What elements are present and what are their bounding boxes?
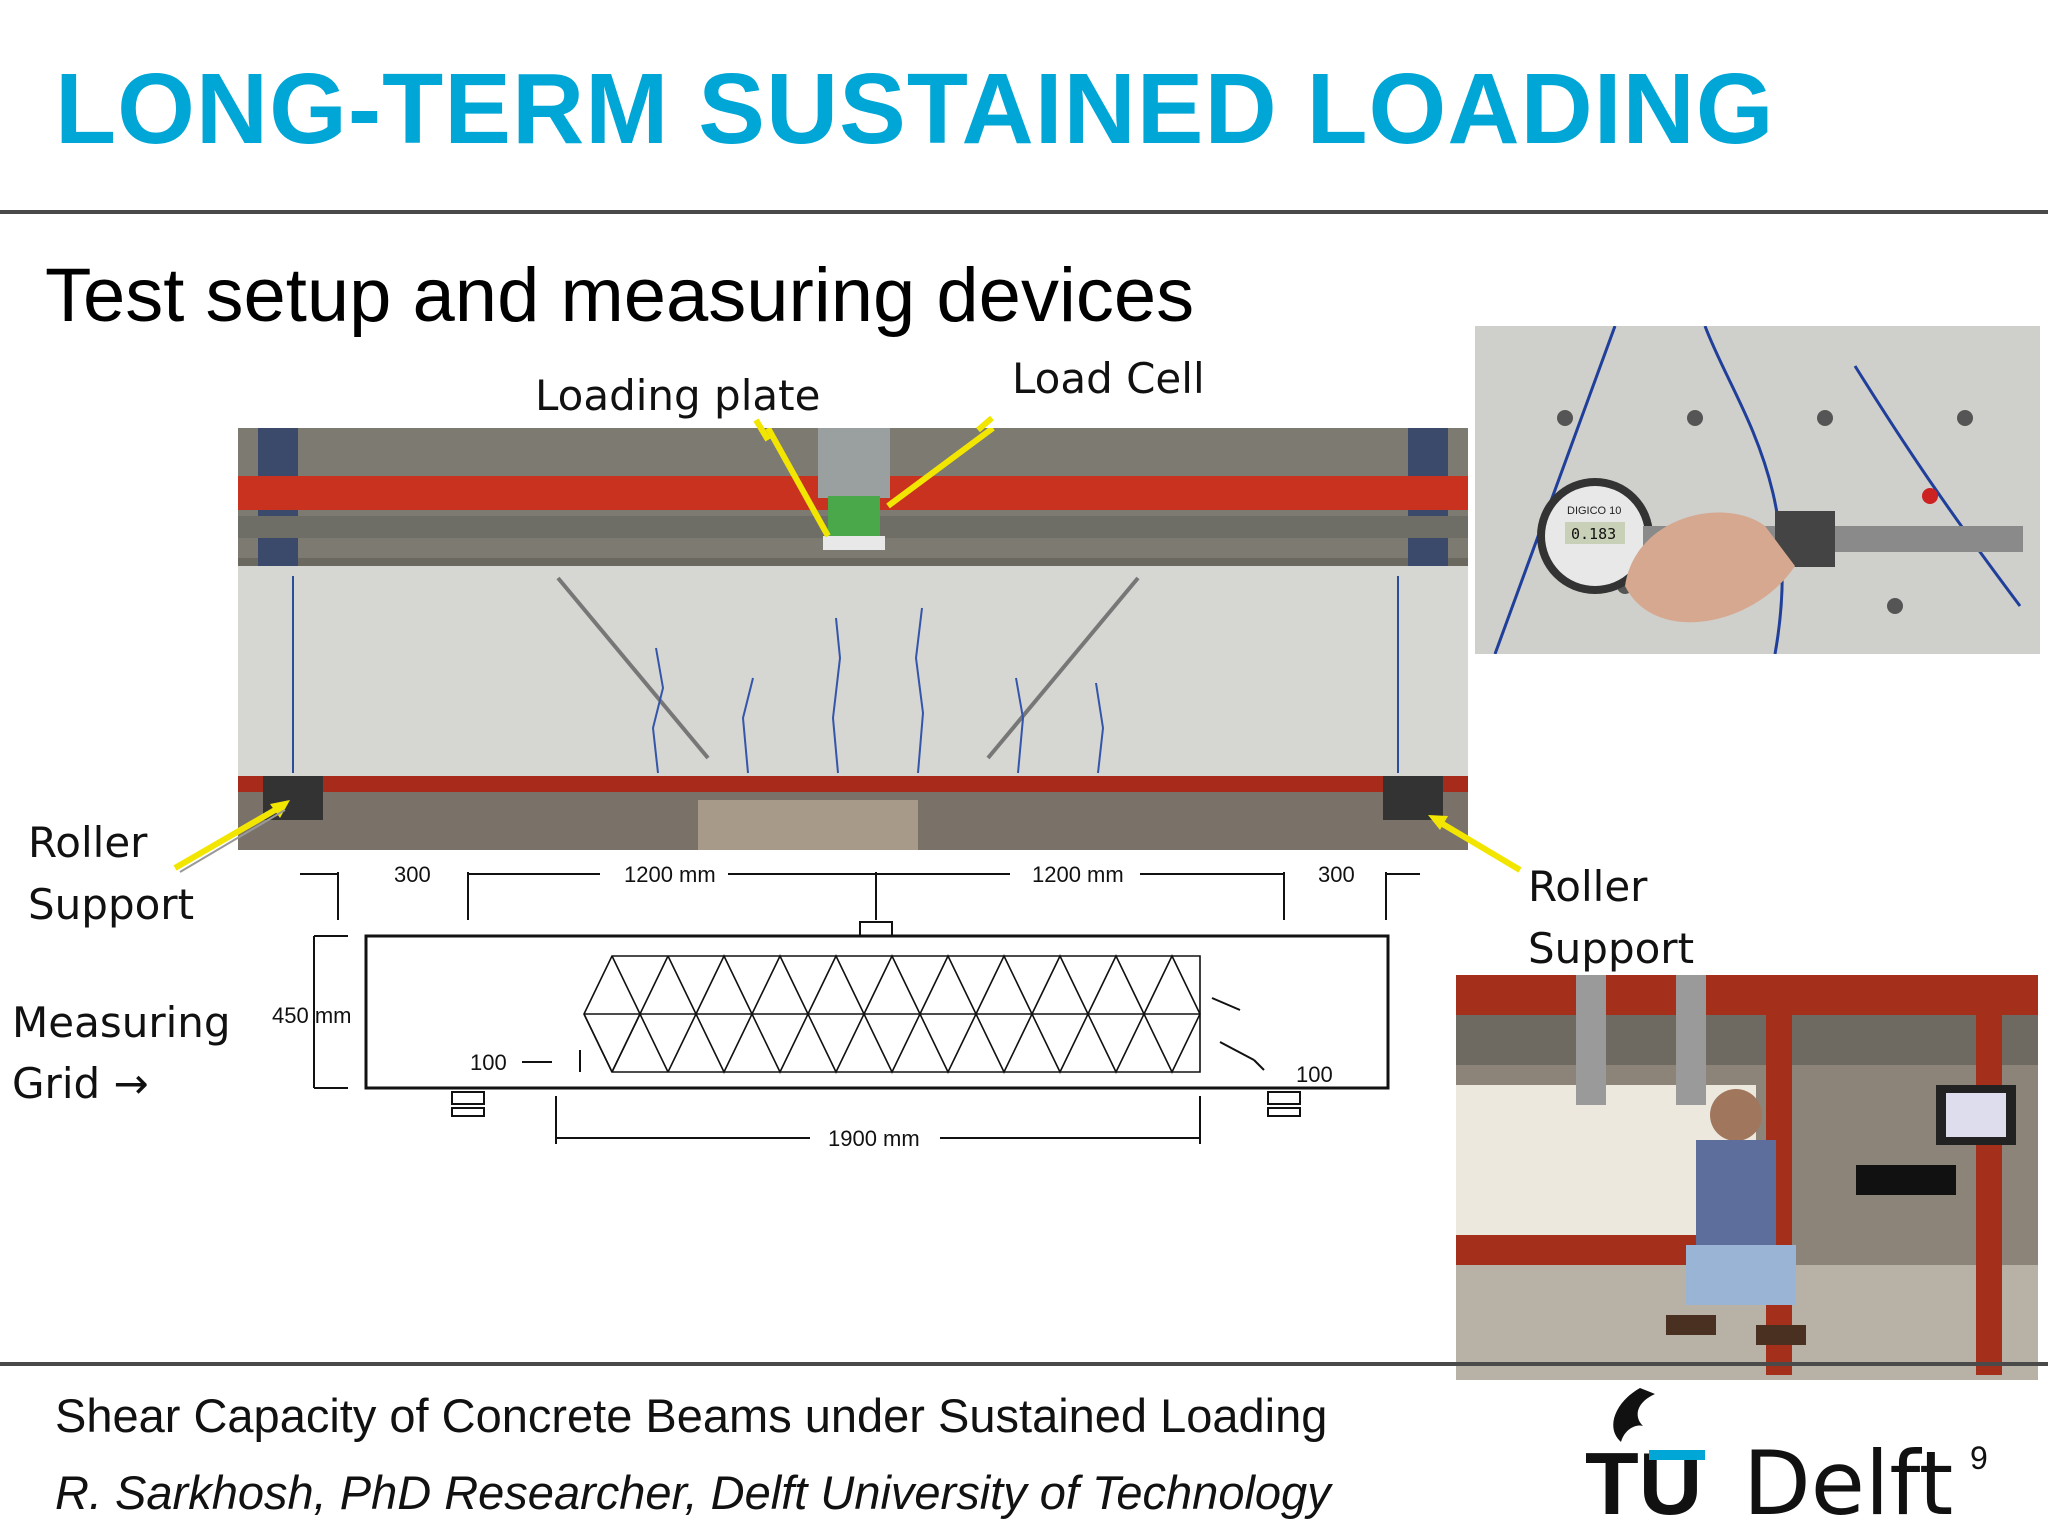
footer-title: Shear Capacity of Concrete Beams under S… bbox=[55, 1389, 1328, 1442]
dim-1200-left: 1200 mm bbox=[624, 862, 716, 887]
beam-drawing: 300 1200 mm 1200 mm 300 450 mm 100 100 bbox=[272, 862, 1420, 1151]
loading-plate-label: Loading plate bbox=[535, 371, 821, 420]
researcher-photo bbox=[1456, 975, 2038, 1380]
dim-1900: 1900 mm bbox=[828, 1126, 920, 1151]
title-divider bbox=[0, 210, 2048, 214]
slide-subtitle: Test setup and measuring devices bbox=[45, 253, 1195, 338]
load-cell-label: Load Cell bbox=[1012, 354, 1205, 403]
beam-test-photo bbox=[238, 428, 1468, 850]
footer-divider bbox=[0, 1362, 2048, 1366]
roller-support-left-label-2: Support bbox=[28, 880, 195, 929]
dim-100-right: 100 bbox=[1296, 1062, 1333, 1087]
slide-title: LONG-TERM SUSTAINED LOADING bbox=[55, 53, 1775, 165]
page-number: 9 bbox=[1970, 1440, 1988, 1476]
logo-delft: Delft bbox=[1743, 1432, 1953, 1530]
gauge-reading: 0.183 bbox=[1571, 525, 1616, 543]
dim-450: 450 mm bbox=[272, 1003, 351, 1028]
measuring-grid-label-1: Measuring bbox=[12, 998, 231, 1047]
dim-1200-right: 1200 mm bbox=[1032, 862, 1124, 887]
footer-author: R. Sarkhosh, PhD Researcher, Delft Unive… bbox=[55, 1466, 1331, 1519]
tu-delft-logo: TU Delft bbox=[1585, 1388, 1953, 1530]
roller-support-right-label-2: Support bbox=[1528, 924, 1695, 973]
dim-100-left: 100 bbox=[470, 1050, 507, 1075]
dim-300-left: 300 bbox=[394, 862, 431, 887]
dim-300-right: 300 bbox=[1318, 862, 1355, 887]
roller-support-left-label-1: Roller bbox=[28, 818, 148, 867]
measuring-grid-label-2: Grid → bbox=[12, 1059, 149, 1108]
gauge-brand: DIGICO 10 bbox=[1567, 505, 1621, 517]
logo-tu: TU bbox=[1585, 1434, 1702, 1530]
gauge-photo: DIGICO 10 0.183 bbox=[1475, 326, 2040, 654]
roller-support-right-label-1: Roller bbox=[1528, 862, 1648, 911]
